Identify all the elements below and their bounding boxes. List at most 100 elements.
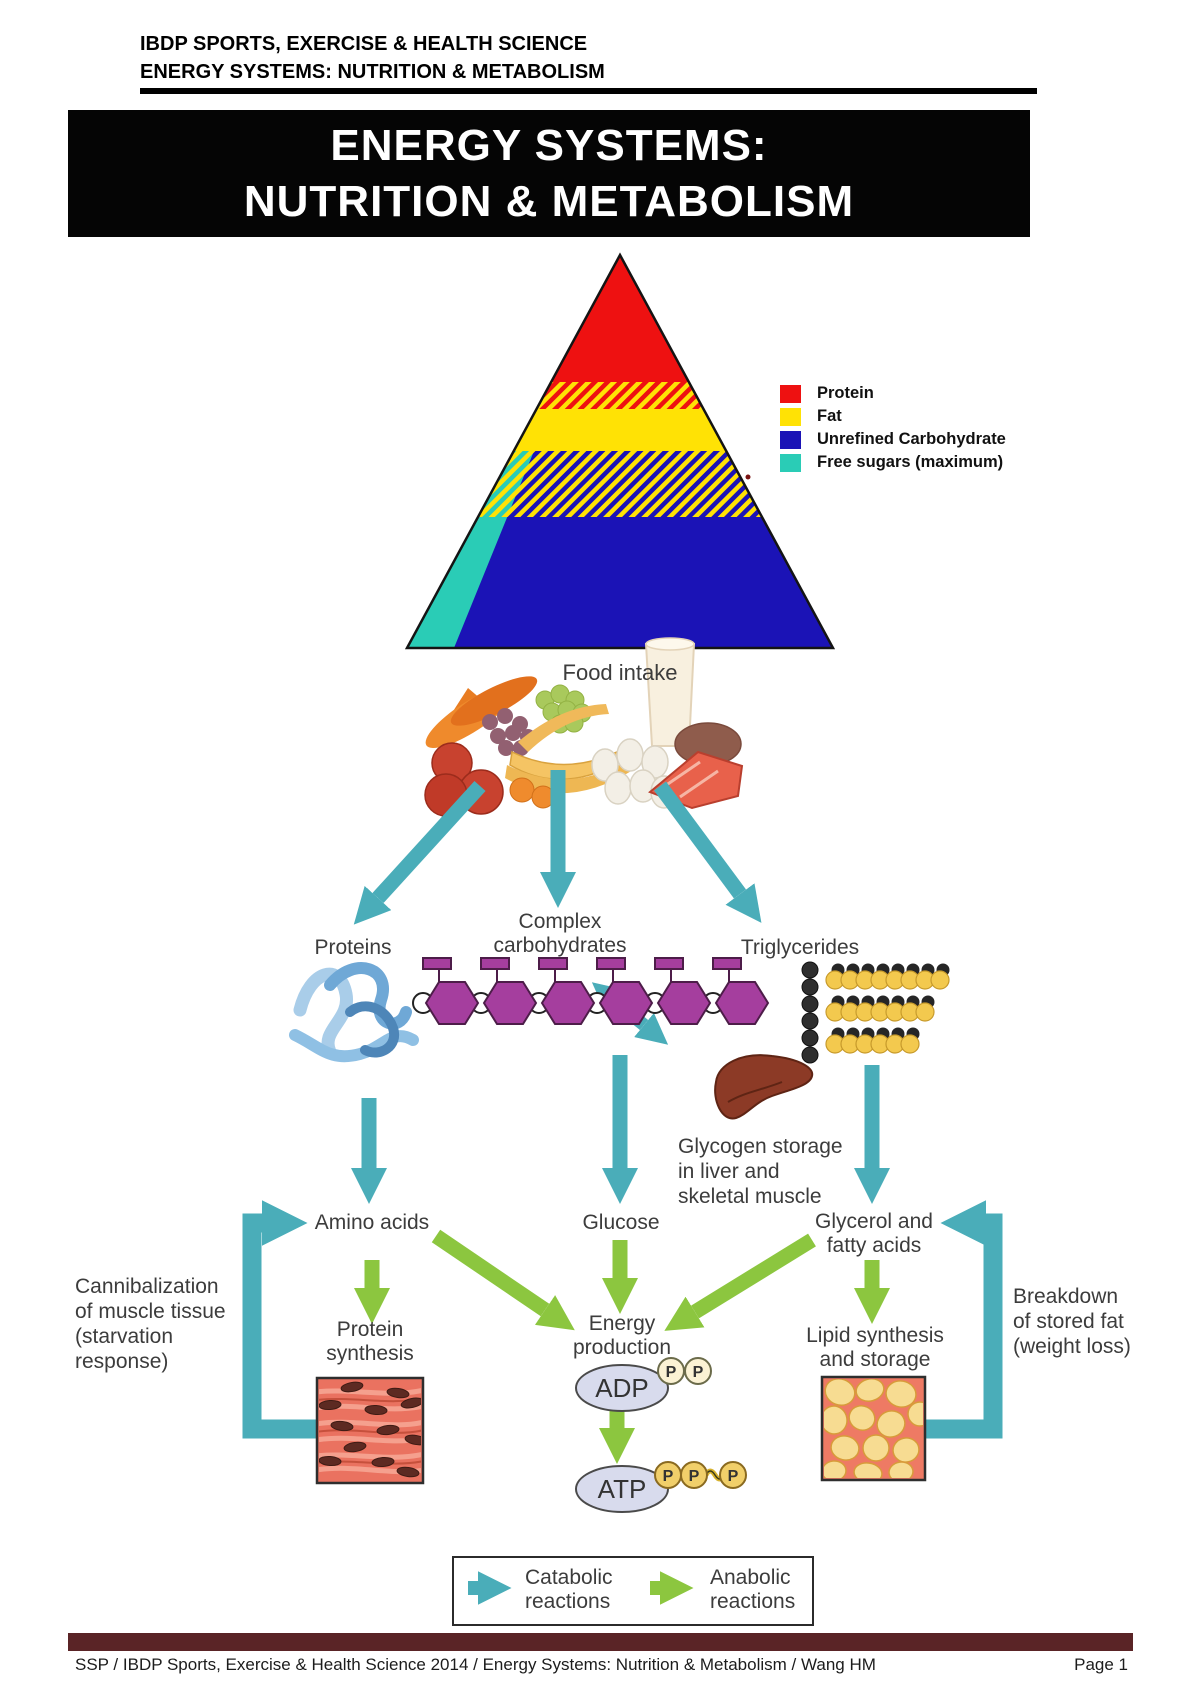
legend-label: Free sugars (maximum) [817, 453, 1004, 471]
phosphate-icon [719, 1461, 747, 1489]
food-pyramid-chart [404, 252, 836, 650]
arrow-glycerol-to-energy [664, 1233, 816, 1331]
phosphate-letter: P [728, 1468, 739, 1485]
pyramid-band-protein-fat-overlap [407, 382, 833, 409]
footer-rule [68, 1633, 1133, 1651]
title-banner: ENERGY SYSTEMS: NUTRITION & METABOLISM [68, 110, 1030, 237]
label-line: Anabolic [710, 1566, 791, 1589]
label-line: of stored fat [1013, 1310, 1124, 1333]
legend-swatch-fat [780, 407, 801, 426]
label-glucose: Glucose [582, 1211, 660, 1234]
arrow-food-to-proteins [353, 780, 486, 925]
anabolic-arrows [353, 1229, 891, 1605]
corn-icon [450, 676, 538, 726]
arrow-food-to-triglycerides [653, 781, 762, 923]
label-anabolic-reactions: Anabolic reactions [710, 1566, 795, 1614]
pyramid-legend-row-carbohydrate: Unrefined Carbohydrate [780, 430, 1006, 449]
footer-text: SSP / IBDP Sports, Exercise & Health Sci… [75, 1655, 876, 1674]
catabolic-arrows [242, 770, 1003, 1605]
label-line: production [572, 1336, 672, 1359]
arrow-muscle-to-amino-acids [242, 1200, 322, 1439]
label-food-intake: Food intake [562, 660, 678, 685]
header-rule [140, 88, 1037, 94]
pyramid-band-fat-carb-overlap [407, 451, 833, 517]
arrow-fat-to-glycerol [925, 1200, 1003, 1439]
atp-molecule: ATP P P P [575, 1461, 747, 1513]
fat-tissue-image [820, 1375, 927, 1482]
pyramid-outline [404, 252, 836, 650]
pyramid-legend-row-free-sugars: Free sugars (maximum) [780, 453, 1003, 472]
phosphate-letter: P [693, 1364, 704, 1381]
phosphate-icon [684, 1357, 712, 1385]
label-line: and storage [819, 1348, 931, 1371]
phosphate-icon [680, 1461, 708, 1489]
label-breakdown-stored-fat: Breakdown of stored fat (weight loss) [1013, 1284, 1131, 1359]
label-line: Breakdown [1013, 1285, 1119, 1308]
legend-swatch-free-sugars [780, 453, 801, 472]
arrow-amino-to-energy [431, 1229, 575, 1331]
reaction-legend-box [452, 1556, 814, 1626]
page-header: IBDP SPORTS, EXERCISE & HEALTH SCIENCE E… [140, 30, 605, 86]
label-line: (starvation [75, 1325, 174, 1348]
label-cannibalization: Cannibalization of muscle tissue (starva… [75, 1274, 226, 1374]
legend-label: Fat [817, 407, 842, 425]
carbohydrate-chain-icon [412, 957, 770, 1025]
label-line: Glycerol and [815, 1210, 933, 1233]
pyramid-legend-row-protein: Protein [780, 384, 874, 403]
label-complex-carbohydrates: Complex carbohydrates [493, 910, 626, 958]
label-line: synthesis [326, 1342, 414, 1365]
orange-icon [509, 777, 535, 803]
header-line1: IBDP SPORTS, EXERCISE & HEALTH SCIENCE [140, 33, 588, 55]
legend-label: Protein [817, 384, 874, 402]
label-line: of muscle tissue [75, 1300, 226, 1323]
pyramid-band-fat [407, 409, 833, 451]
green-grapes-icon [535, 684, 592, 734]
header-line2: ENERGY SYSTEMS: NUTRITION & METABOLISM [140, 61, 605, 83]
label-amino-acids: Amino acids [314, 1211, 430, 1234]
food-intake-illustration [424, 637, 744, 817]
steak-marbling [661, 760, 719, 799]
label-line: Lipid synthesis [806, 1324, 944, 1347]
label-catabolic-reactions: Catabolic reactions [525, 1566, 613, 1614]
pyramid-band-protein [407, 255, 833, 382]
protein-molecule-icon [289, 962, 419, 1063]
label-line: response) [75, 1350, 169, 1373]
label-protein-synthesis: Protein synthesis [326, 1318, 414, 1366]
label-line: skeletal muscle [678, 1185, 822, 1208]
footer-page-number: Page 1 [1074, 1655, 1128, 1674]
pyramid-speck [745, 474, 751, 480]
eggs-icon [591, 738, 678, 809]
liver-icon [714, 1054, 814, 1120]
label-line: reactions [525, 1590, 611, 1613]
label-glycogen-storage: Glycogen storage in liver and skeletal m… [678, 1134, 843, 1209]
banner-line2: NUTRITION & METABOLISM [243, 176, 855, 226]
label-line: in liver and [678, 1160, 780, 1183]
pyramid-legend-row-fat: Fat [780, 407, 842, 426]
phosphate-letter: P [666, 1364, 677, 1381]
banana-icon [518, 704, 609, 752]
label-glycerol-fatty-acids: Glycerol and fatty acids [815, 1210, 933, 1258]
label-proteins: Proteins [314, 936, 392, 959]
phosphate-letter: P [663, 1468, 674, 1485]
triglycerides-molecule-icon [801, 961, 951, 1064]
atp-label: ATP [598, 1474, 647, 1504]
label-line: carbohydrates [493, 934, 627, 957]
label-line: Complex [518, 910, 602, 933]
adp-molecule: ADP P P [575, 1357, 712, 1412]
legend-swatch-carbohydrate [780, 430, 801, 449]
label-line: Catabolic [525, 1566, 613, 1589]
phosphate-letter: P [689, 1468, 700, 1485]
label-line: Glycogen storage [678, 1135, 843, 1158]
banner-line1: ENERGY SYSTEMS: [330, 120, 768, 170]
adp-label: ADP [595, 1373, 648, 1403]
label-line: Cannibalization [75, 1275, 219, 1298]
label-line: Protein [336, 1318, 404, 1341]
label-triglycerides: Triglycerides [740, 936, 860, 959]
milk-glass-icon [645, 637, 695, 651]
muscle-tissue-image [315, 1376, 425, 1485]
label-energy-production: Energy production [573, 1312, 671, 1360]
label-lipid-synthesis: Lipid synthesis and storage [806, 1324, 944, 1372]
legend-label: Unrefined Carbohydrate [817, 430, 1006, 448]
